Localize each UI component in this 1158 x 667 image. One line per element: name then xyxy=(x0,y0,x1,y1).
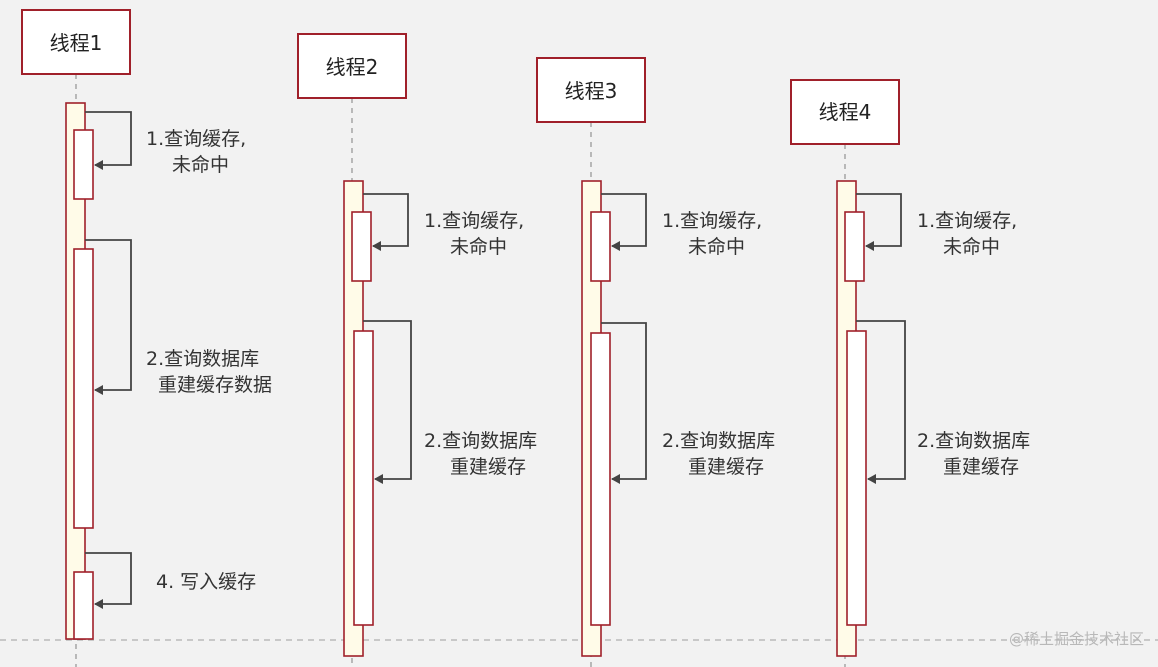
step-label: 未命中 xyxy=(943,236,1000,258)
step-label: 重建缓存 xyxy=(943,456,1019,478)
thread-header-box xyxy=(536,57,646,123)
step-label: 1.查询缓存, xyxy=(424,210,524,232)
step-label: 4. 写入缓存 xyxy=(156,571,256,593)
step-label: 1.查询缓存, xyxy=(146,128,246,150)
thread-header-label: 线程3 xyxy=(565,79,618,103)
self-call-arrow xyxy=(85,111,132,170)
self-call-arrow xyxy=(363,193,409,251)
step-label: 1.查询缓存, xyxy=(917,210,1017,232)
step-label: 2.查询数据库 xyxy=(917,430,1030,452)
thread-1: 线程1 1.查询缓存, 未命中 2.查询数据库 重建缓存数据 4. 写入缓存 xyxy=(21,9,272,667)
step-label: 未命中 xyxy=(172,154,229,176)
thread-2: 线程2 1.查询缓存, 未命中 2.查询数据库 重建缓存 xyxy=(297,33,537,667)
thread-header-label: 线程4 xyxy=(819,100,872,124)
step-label: 2.查询数据库 xyxy=(424,430,537,452)
step-label: 1.查询缓存, xyxy=(662,210,762,232)
thread-header-box xyxy=(790,79,900,145)
activation-step-4 xyxy=(73,571,94,640)
thread-header-label: 线程1 xyxy=(50,31,103,55)
step-label: 2.查询数据库 xyxy=(146,348,259,370)
self-call-arrow xyxy=(856,193,902,251)
step-label: 重建缓存 xyxy=(688,456,764,478)
thread-4: 线程4 1.查询缓存, 未命中 2.查询数据库 重建缓存 xyxy=(790,79,1030,667)
thread-header-box xyxy=(21,9,131,75)
watermark-text: @稀土掘金技术社区 xyxy=(1008,630,1144,648)
activation-step-2 xyxy=(590,332,611,626)
self-call-arrow xyxy=(601,193,647,251)
thread-header-box xyxy=(297,33,407,99)
thread-header-label: 线程2 xyxy=(326,55,379,79)
self-call-arrow xyxy=(85,239,132,395)
step-label: 未命中 xyxy=(450,236,507,258)
activation-step-1 xyxy=(590,211,611,282)
step-label: 2.查询数据库 xyxy=(662,430,775,452)
activation-step-1 xyxy=(844,211,865,282)
activation-step-1 xyxy=(351,211,372,282)
self-call-arrow xyxy=(363,320,412,484)
step-label: 重建缓存数据 xyxy=(158,374,272,396)
activation-step-1 xyxy=(73,129,94,200)
step-label: 未命中 xyxy=(688,236,745,258)
self-call-arrow xyxy=(856,320,906,484)
activation-step-2 xyxy=(846,330,867,626)
thread-3: 线程3 1.查询缓存, 未命中 2.查询数据库 重建缓存 xyxy=(536,57,775,667)
step-label: 重建缓存 xyxy=(450,456,526,478)
activation-step-2 xyxy=(73,248,94,529)
activation-step-2 xyxy=(353,330,374,626)
self-call-arrow xyxy=(85,552,132,609)
self-call-arrow xyxy=(601,322,647,484)
